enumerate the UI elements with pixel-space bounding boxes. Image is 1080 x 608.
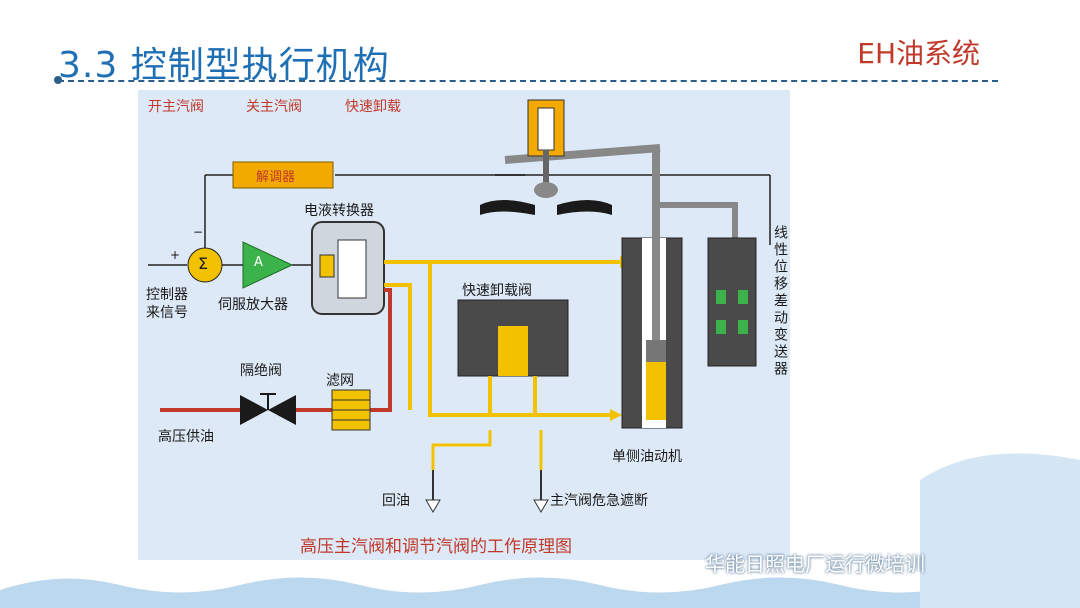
dump-valve-label: 快速卸载阀 — [462, 283, 532, 299]
dump-valve-core — [498, 326, 528, 376]
return-arrow-head — [425, 499, 441, 513]
actuator-piston — [646, 340, 666, 362]
demodulator-box — [232, 161, 334, 189]
lever-arm — [504, 144, 661, 164]
controller-signal-label: 控制器 来信号 — [146, 287, 188, 321]
lvdt-coil-2 — [738, 290, 748, 304]
wave-decoration-right — [920, 453, 1080, 608]
isolation-valve-left — [240, 395, 268, 425]
isolation-valve-right — [268, 395, 296, 425]
hp-supply-label: 高压供油 — [158, 429, 214, 445]
lvdt-coil-4 — [738, 320, 748, 334]
lvdt-coil-1 — [716, 290, 726, 304]
oil-line-branch — [428, 262, 610, 417]
page-title: 3.3 控制型执行机构 — [58, 45, 390, 86]
ehc-coil — [319, 254, 335, 278]
actuator-label: 单侧油动机 — [612, 449, 682, 465]
demodulator-label: 解调器 — [256, 170, 296, 185]
title-rule — [58, 80, 998, 82]
valve-seat-right — [557, 200, 612, 215]
oil-line-mid — [384, 283, 412, 410]
lvdt-coil-3 — [716, 320, 726, 334]
actuator-oil — [646, 362, 666, 420]
valve-disc — [534, 182, 558, 198]
brand-label: EH油系统 — [857, 37, 980, 70]
servo-amp-label: 伺服放大器 — [218, 297, 288, 313]
wave-decoration — [0, 577, 1080, 608]
lvdt-label: 线性位移差动变送器 — [772, 225, 788, 378]
diagram-caption: 高压主汽阀和调节汽阀的工作原理图 — [300, 537, 572, 557]
lvdt-body — [707, 237, 757, 367]
trip-arrow-head — [533, 499, 549, 513]
minus-sign: − — [193, 225, 204, 239]
hp-line-to-ehc — [370, 288, 392, 412]
ehc-spool — [337, 239, 367, 299]
valve-spring — [537, 107, 555, 151]
ehc-label: 电液转换器 — [304, 203, 374, 219]
watermark: 华能日照电厂运行微培训 — [705, 552, 925, 576]
legend-open: 开主汽阀 — [148, 99, 204, 115]
amp-symbol: A — [254, 255, 263, 270]
legend-dump: 快速卸载 — [345, 99, 401, 115]
valve-seat-left — [480, 200, 535, 215]
return-oil-label: 回油 — [382, 493, 410, 509]
plus-sign: + — [170, 248, 181, 262]
return-line — [431, 430, 492, 470]
oil-arrow-lower — [610, 409, 622, 421]
servo-amplifier — [242, 241, 294, 289]
filter-label: 滤网 — [326, 373, 354, 389]
trip-label: 主汽阀危急遮断 — [550, 493, 648, 509]
legend-close: 关主汽阀 — [246, 99, 302, 115]
sum-symbol: Σ — [198, 254, 209, 273]
isolation-valve-label: 隔绝阀 — [240, 363, 282, 379]
